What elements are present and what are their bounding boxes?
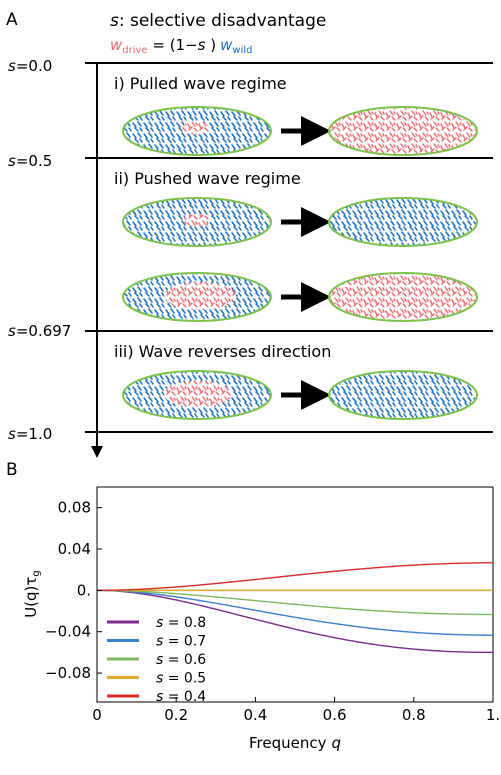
population-ellipse bbox=[328, 370, 478, 420]
x-tick-label: 1. bbox=[486, 706, 500, 724]
title-s-symbol: s bbox=[110, 11, 119, 31]
y-tick-label: 0.08 bbox=[58, 499, 91, 517]
regime-label-pushed: ii) Pushed wave regime bbox=[114, 169, 301, 188]
population-ellipse bbox=[122, 272, 272, 322]
panel-a: A s: selective disadvantage wdrive = (1−… bbox=[6, 10, 493, 458]
y-axis-ticks: 0.08 0.04 0. −0.04 −0.08 bbox=[45, 499, 102, 682]
w-drive-base: w bbox=[110, 36, 123, 54]
series-line bbox=[97, 589, 493, 654]
panel-a-label: A bbox=[6, 10, 18, 30]
legend-label: s = 0.7 bbox=[156, 634, 206, 650]
y-tick-label: 0.04 bbox=[58, 540, 91, 558]
title-rest: : selective disadvantage bbox=[119, 11, 326, 31]
eq-middle: = (1− bbox=[148, 36, 198, 54]
plot-frame bbox=[96, 486, 494, 703]
legend-label: s = 0.4 bbox=[156, 689, 206, 705]
panel-b: B 0.08 0.04 0. −0.04 −0.08 0 0.2 0.4 0.6 0.8 1. F… bbox=[6, 460, 500, 752]
x-tick-label: 0 bbox=[92, 706, 102, 724]
legend-label: s = 0.8 bbox=[156, 615, 206, 631]
w-drive-sub: drive bbox=[122, 45, 147, 56]
panel-a-title: s: selective disadvantage bbox=[110, 11, 326, 31]
x-tick-label: 0.4 bbox=[243, 706, 267, 724]
eq-s-symbol: s bbox=[198, 36, 206, 54]
y-tick-label: −0.04 bbox=[45, 623, 91, 641]
population-ellipse bbox=[122, 106, 272, 156]
w-wild-sub: wild bbox=[232, 45, 252, 56]
s-level-label: s=0.0 bbox=[8, 57, 52, 75]
s-level-label: s=0.697 bbox=[8, 322, 71, 340]
population-ellipse bbox=[122, 370, 272, 420]
population-ellipse bbox=[328, 106, 478, 156]
series-line bbox=[97, 589, 493, 636]
population-ellipse bbox=[328, 272, 478, 322]
line-chart: 0.08 0.04 0. −0.04 −0.08 0 0.2 0.4 0.6 0.8 1. Fre… bbox=[22, 486, 500, 752]
s-level-label: s=0.5 bbox=[8, 152, 52, 170]
panel-b-label: B bbox=[6, 460, 18, 480]
x-tick-label: 0.8 bbox=[402, 706, 426, 724]
fitness-equation: wdrive = (1−s )wwild bbox=[110, 36, 253, 56]
y-tick-label: 0. bbox=[77, 581, 91, 599]
x-tick-label: 0.6 bbox=[323, 706, 347, 724]
legend-label: s = 0.5 bbox=[156, 671, 206, 687]
series-line bbox=[96, 562, 493, 592]
regime-label-reverses: iii) Wave reverses direction bbox=[114, 342, 331, 361]
eq-close: ) bbox=[206, 36, 217, 54]
y-axis-label: U(q)τg bbox=[22, 570, 42, 618]
legend-label: s = 0.6 bbox=[156, 652, 206, 668]
x-tick-label: 0.2 bbox=[164, 706, 188, 724]
series-lines bbox=[96, 562, 493, 654]
y-tick-label: −0.08 bbox=[45, 664, 91, 682]
x-axis-ticks: 0 0.2 0.4 0.6 0.8 1. bbox=[92, 697, 500, 724]
population-ellipse bbox=[328, 197, 478, 247]
legend: s = 0.8 s = 0.7 s = 0.6 s = 0.5 s = 0.4 bbox=[107, 615, 206, 705]
s-level-label: s=1.0 bbox=[8, 425, 52, 443]
regime-label-pulled: i) Pulled wave regime bbox=[114, 74, 287, 93]
population-ellipse bbox=[122, 197, 272, 247]
w-wild-base: w bbox=[220, 36, 233, 54]
series-line bbox=[97, 589, 493, 616]
